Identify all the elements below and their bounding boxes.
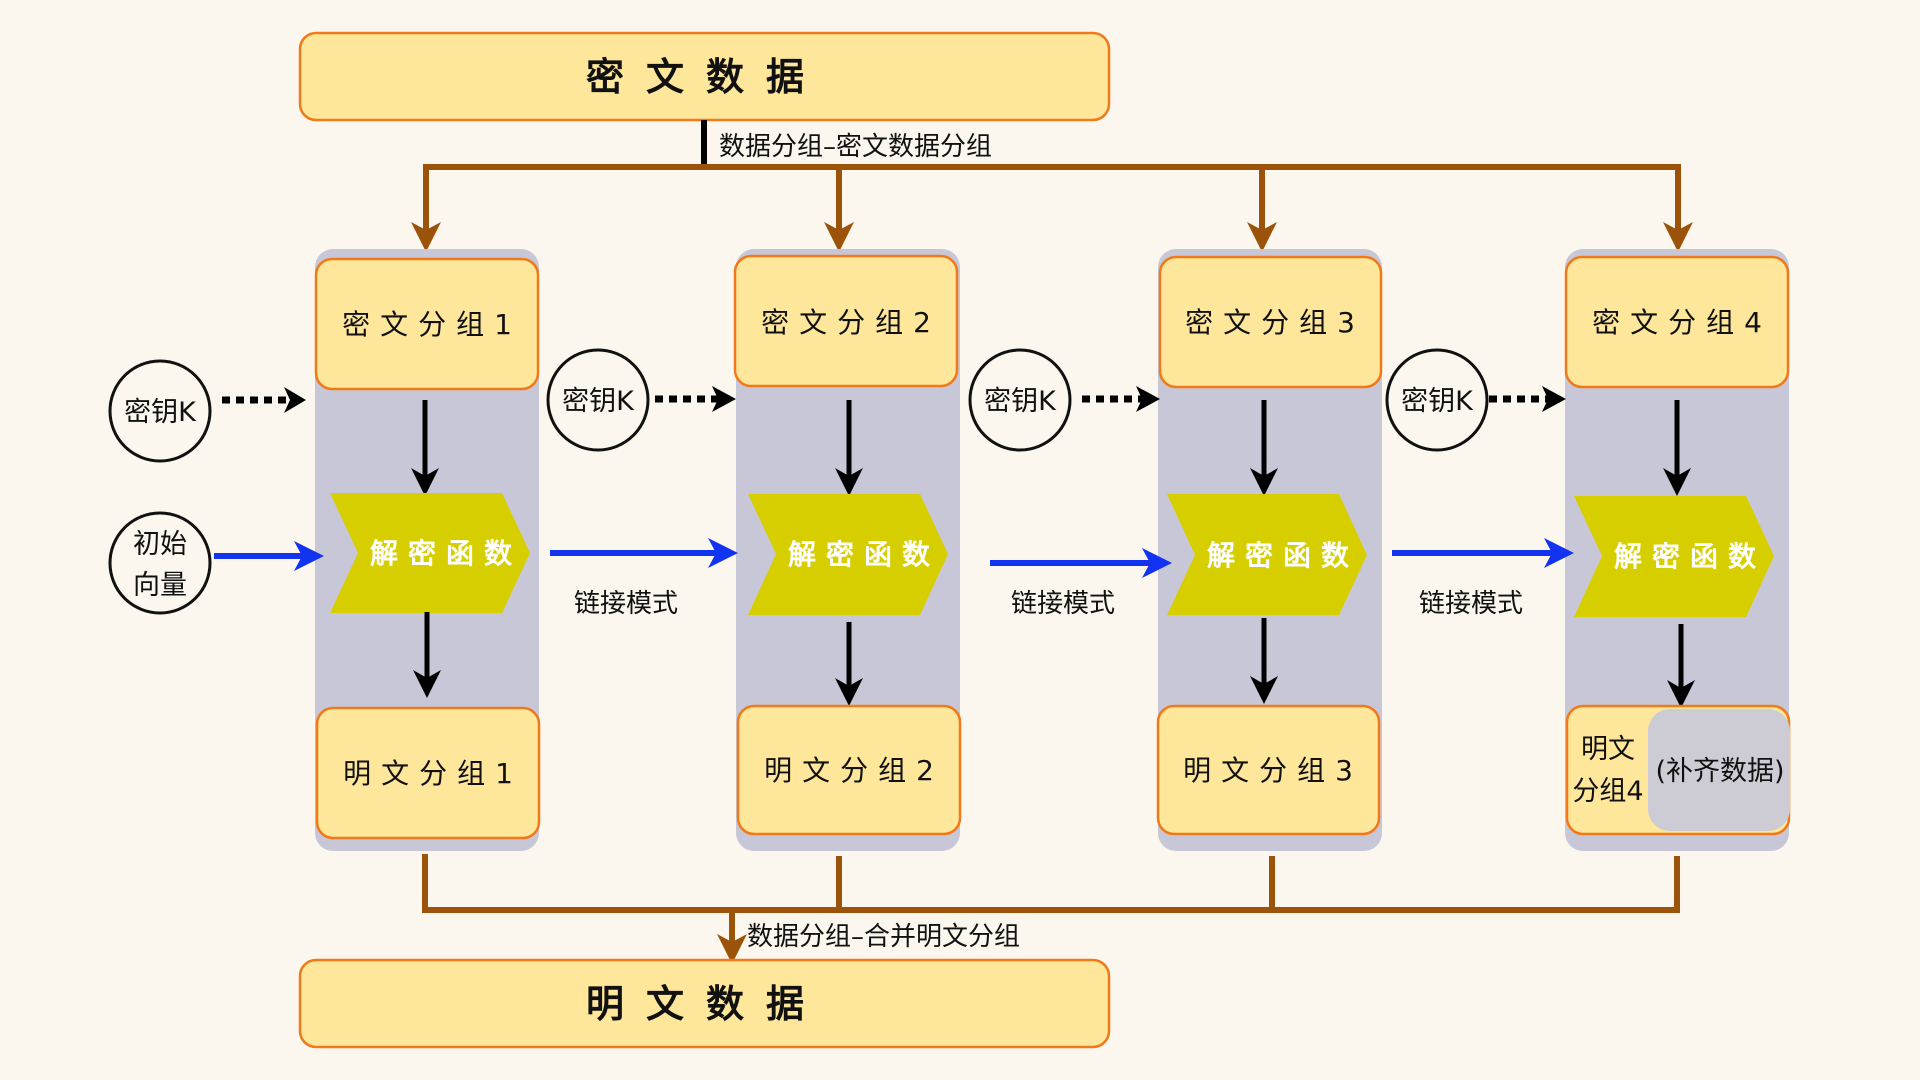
- decrypt-function-1: [330, 493, 530, 613]
- cipher-block-2: [733, 254, 959, 388]
- chain-link-1: 链接模式: [550, 538, 738, 619]
- key-input-4: 密钥K: [1385, 348, 1566, 452]
- decrypt-function-4: [1574, 496, 1774, 617]
- block-column-2: 密文分组2 解密函数 明文分组2: [733, 249, 962, 851]
- plain-block-3-label: 明文分组3: [1183, 754, 1363, 787]
- key-label: 密钥K: [984, 386, 1057, 417]
- decrypt-function-1-label: 解密函数: [370, 537, 522, 570]
- ciphertext-data-label: 密文数据: [586, 55, 826, 99]
- cipher-block-4-label: 密文分组4: [1592, 306, 1772, 339]
- block-column-4: 密文分组4 解密函数 明文 分组4 (补齐数据): [1564, 249, 1791, 851]
- split-label: 数据分组–密文数据分组: [719, 132, 992, 162]
- padding-data-box: [1648, 709, 1790, 831]
- key-input-1: 密钥K: [108, 359, 306, 463]
- split-bus-line: [423, 164, 1693, 252]
- chain-link-2: 链接模式: [990, 548, 1172, 619]
- key-label: 密钥K: [1401, 386, 1474, 417]
- arrowhead-icon: [712, 386, 736, 412]
- block-column-3: 密文分组3 解密函数 明文分组3: [1156, 249, 1383, 851]
- arrowhead-icon: [1542, 386, 1566, 412]
- plain-block-1: [315, 706, 541, 840]
- block-column-1: 密文分组1 解密函数 明文分组1: [314, 249, 541, 851]
- cipher-block-1: [314, 257, 540, 391]
- cipher-block-3-label: 密文分组3: [1185, 306, 1365, 339]
- decrypt-function-4-label: 解密函数: [1614, 540, 1766, 573]
- initial-vector: 初始 向量: [108, 511, 324, 615]
- decrypt-function-2: [748, 494, 948, 615]
- chain-mode-label: 链接模式: [1011, 589, 1115, 619]
- plain-block-3: [1156, 704, 1381, 836]
- chain-mode-label: 链接模式: [574, 589, 678, 619]
- plain-block-1-label: 明文分组1: [343, 757, 523, 790]
- padding-data-label: (补齐数据): [1655, 756, 1784, 787]
- decrypt-function-3: [1167, 494, 1367, 615]
- plaintext-data-box: 明文数据: [298, 958, 1111, 1049]
- key-label: 密钥K: [562, 386, 635, 417]
- plaintext-data-label: 明文数据: [586, 982, 826, 1026]
- plain-block-2: [736, 704, 962, 836]
- chain-link-3: 链接模式: [1392, 538, 1574, 619]
- decrypt-function-2-label: 解密函数: [788, 538, 940, 571]
- plain-block-2-label: 明文分组2: [764, 754, 944, 787]
- chain-mode-label: 链接模式: [1419, 589, 1523, 619]
- merge-bus-line: [422, 854, 1680, 913]
- key-input-2: 密钥K: [546, 348, 736, 452]
- cipher-block-4: [1564, 255, 1790, 389]
- cipher-block-3: [1158, 255, 1383, 389]
- iv-label-line1: 初始: [133, 529, 187, 560]
- key-input-3: 密钥K: [968, 348, 1160, 452]
- cipher-block-2-label: 密文分组2: [761, 306, 941, 339]
- cipher-block-1-label: 密文分组1: [342, 308, 522, 341]
- decrypt-function-3-label: 解密函数: [1207, 539, 1359, 572]
- plain-block-4-label-line2: 分组4: [1572, 776, 1643, 807]
- key-label: 密钥K: [124, 397, 197, 428]
- ciphertext-data-box: 密文数据: [298, 31, 1111, 122]
- iv-label-line2: 向量: [133, 570, 187, 601]
- merge-label: 数据分组–合并明文分组: [747, 922, 1020, 952]
- arrowhead-icon: [1136, 386, 1160, 412]
- plain-block-4-label-line1: 明文: [1581, 734, 1635, 765]
- arrowhead-icon: [284, 387, 306, 413]
